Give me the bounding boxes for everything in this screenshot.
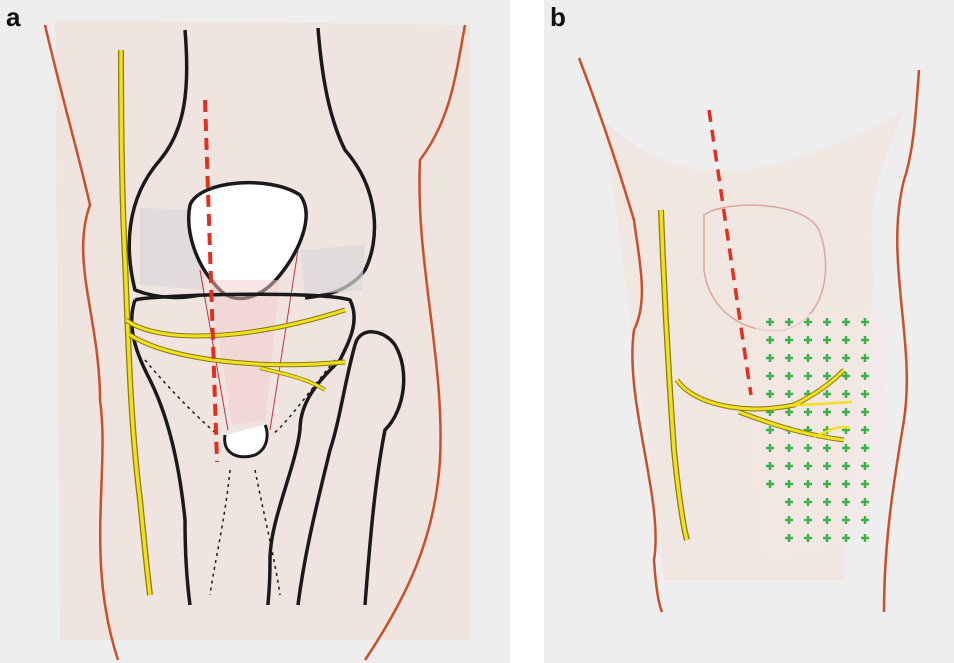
knee-anatomy-drawing bbox=[0, 0, 510, 663]
cross-mark bbox=[861, 534, 869, 542]
knee-surface-drawing bbox=[544, 0, 954, 663]
panel-b: b bbox=[544, 0, 954, 663]
cartilage-right bbox=[300, 245, 365, 295]
panel-a: a bbox=[0, 0, 510, 663]
leg-outline-right bbox=[884, 70, 919, 612]
